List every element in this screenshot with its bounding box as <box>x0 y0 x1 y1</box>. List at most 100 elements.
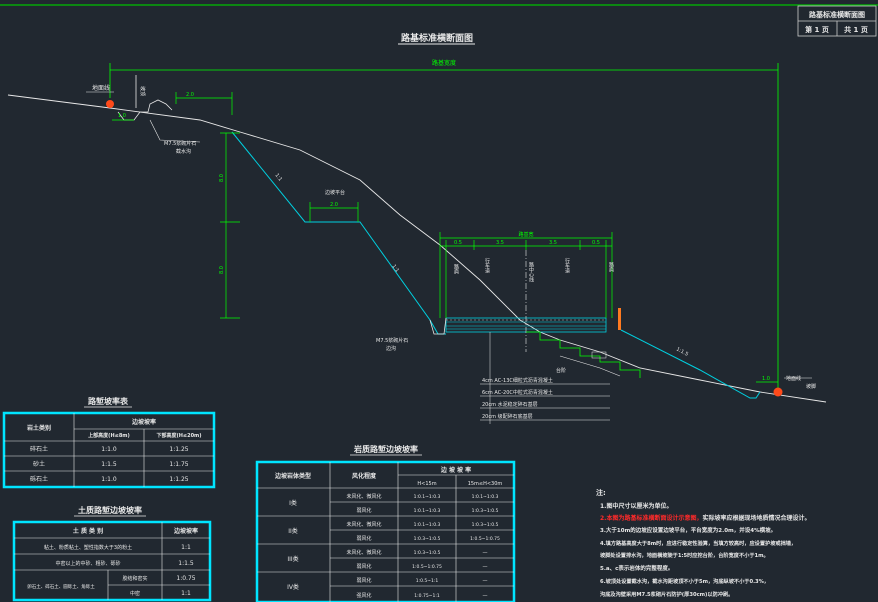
ditch-width-top: 2.0 <box>186 92 194 98</box>
road-width-4: 0.5 <box>592 240 600 246</box>
t3-r6-a: 1:0.5~1:0.75 <box>412 564 442 570</box>
t3-r1-a: 1:0.1~1:0.3 <box>414 494 441 500</box>
height-lower: 8.0 <box>219 266 225 274</box>
t1-header-left: 岩土类别 <box>26 424 51 432</box>
t1-r2-a: 1:1.5 <box>101 461 117 468</box>
t3-r5-b: — <box>483 550 488 556</box>
road-col-1: 路肩 <box>453 263 459 275</box>
top-width-label: 路基宽度 <box>432 59 456 67</box>
road-col-2: 行车道 <box>484 257 490 274</box>
t3-r8-weather: 强风化 <box>356 592 371 599</box>
ditch-material-1: M7.5浆砌片石 <box>164 140 196 147</box>
table-rock-slope <box>255 460 516 602</box>
ditch-width-left: 1.0 <box>118 113 126 119</box>
side-ditch-material-1: M7.5浆砌片石 <box>376 337 408 344</box>
table-rock-slope-title: 岩质路堑边坡坡率 <box>353 444 418 454</box>
note-6: 6.坡顶处设置截水沟，截水沟距坡顶不小于5m，沟底纵坡不小于0.3%， <box>600 577 769 585</box>
note-2-red: 2.本图为路基标准横断面设计示意图， <box>600 514 702 522</box>
pavement-layer-2: 6cm AC-20C中粒式沥青混凝土 <box>482 389 553 396</box>
title-block: 路基标准横断面图 第 1 页 共 1 页 <box>797 5 877 37</box>
table-soil-slope-title: 土质路堑边坡坡率 <box>78 505 142 515</box>
t3-h-lt15: H<15m <box>417 481 436 487</box>
t3-r3-b: 1:0.3~1:0.5 <box>472 522 499 528</box>
t3-r5-a: 1:0.3~1:0.5 <box>414 550 441 556</box>
t3-r1-weather: 未风化、微风化 <box>346 493 381 500</box>
t3-r2-weather: 弱风化 <box>356 507 371 514</box>
fill-slope-ratio: 1:1.5 <box>675 346 689 357</box>
side-ditch-left <box>429 317 447 335</box>
t1-header-a: 上部高度(H≤8m) <box>88 432 130 439</box>
t3-r1-b: 1:0.1~1:0.3 <box>472 494 499 500</box>
t3-r7-b: — <box>483 578 488 584</box>
t3-r4-weather: 弱风化 <box>356 535 371 542</box>
ground-label-left: 地面线 <box>92 84 110 92</box>
top-ditch <box>117 75 173 121</box>
toe-label: 坡脚 <box>806 383 816 390</box>
platform-width: 2.0 <box>330 202 338 208</box>
note-2: 2.本图为路基标准横断面设计示意图，实际坡率应根据现场地质情况合理设计。 <box>600 514 810 522</box>
drawing-title: 路基标准横断面图 <box>401 32 473 44</box>
title-block-name: 路基标准横断面图 <box>809 10 865 19</box>
ground-point-right <box>773 387 783 397</box>
road-width-1: 0.5 <box>454 240 462 246</box>
t1-r2-name: 砂土 <box>33 460 45 468</box>
t2-r1-a: 粘土、粉质粘土、塑性指数大于3的粉土 <box>44 544 132 551</box>
t3-r4-b: 1:0.5~1:0.75 <box>470 536 500 542</box>
road-width-3: 3.5 <box>549 240 557 246</box>
t2-r3-a: 卵石土、碎石土、圆砾土、角砾土 <box>27 583 95 590</box>
ditch-material-2: 截水沟 <box>176 148 191 155</box>
t3-r4-a: 1:0.3~1:0.5 <box>414 536 441 542</box>
note-4: 4.填方路基高度大于8m时，应进行稳定性验算，当填方较高时，应设置护坡或挡墙， <box>600 539 796 547</box>
t2-r4-b: 1:1 <box>181 590 191 597</box>
fill-slope <box>526 329 761 399</box>
t1-header-top: 边坡坡率 <box>131 418 156 426</box>
t3-r8-b: — <box>483 593 488 599</box>
t2-r1-b: 1:1 <box>181 544 191 551</box>
road-width-total: 路基宽 <box>518 231 533 238</box>
slope-ratio-lower: 1:1 <box>390 264 400 274</box>
road-col-5: 路肩 <box>608 261 614 273</box>
note-1: 1.图中尺寸以厘米为单位。 <box>600 502 672 510</box>
road-col-4: 行车道 <box>564 257 570 274</box>
t3-r7-a: 1:0.5~1:1 <box>416 578 439 584</box>
t3-r5-weather: 未风化、微风化 <box>346 549 381 556</box>
pavement-layer-1: 4cm AC-13C细粒式沥青混凝土 <box>482 377 553 384</box>
t3-h-type: 边坡岩体类型 <box>274 472 311 480</box>
t3-r3-type: II类 <box>288 527 298 535</box>
pavement-layer-3: 20cm 水泥稳定碎石基层 <box>482 401 538 408</box>
t3-h-rate: 边 坡 坡 率 <box>440 466 471 474</box>
pavement-layer-4: 20cm 级配碎石底基层 <box>482 413 533 420</box>
ground-point-left <box>106 100 114 108</box>
toe-ground-label: 地面线 <box>786 375 801 382</box>
note-3: 3.大于10m的边坡应设置边坡平台，平台宽度为2.0m，并设4%横坡。 <box>600 526 776 534</box>
road-width-dim <box>439 232 613 318</box>
t1-header-b: 下部高度(H≤20m) <box>156 432 201 439</box>
t2-r2-a: 中密以上的中砂、粗砂、砾砂 <box>55 560 120 567</box>
t1-r3-a: 1:1.0 <box>101 476 117 483</box>
t3-h-15-30: 15m≤H<30m <box>468 481 503 487</box>
notes-heading: 注: <box>596 488 606 497</box>
top-ditch-vertical-label: 坡顶 <box>139 86 146 96</box>
t1-r2-b: 1:1.75 <box>169 461 188 468</box>
table-soil-slope <box>12 520 212 602</box>
slope-ratio-upper: 1:1 <box>273 173 283 183</box>
platform-label: 边坡平台 <box>325 189 345 196</box>
t3-r1-type: I类 <box>289 499 297 507</box>
side-ditch-material-2: 边沟 <box>386 345 396 352</box>
platform-dim <box>309 202 359 222</box>
height-upper: 8.0 <box>219 174 225 182</box>
t2-r3-b: 1:0.75 <box>176 575 195 582</box>
t1-r3-b: 1:1.25 <box>169 476 188 483</box>
t3-r5-type: III类 <box>287 555 298 563</box>
t3-r3-weather: 未风化、微风化 <box>346 521 381 528</box>
table-slope-rate-title: 路堑坡率表 <box>88 396 129 406</box>
note-6b: 沟底及沟壁采用M7.5浆砌片石防护(厚30cm)以防冲刷。 <box>600 590 733 598</box>
top-ditch-dim <box>112 92 233 121</box>
t3-r7-type: IV类 <box>287 583 299 591</box>
cut-slope <box>231 131 446 335</box>
title-block-sheet: 第 1 页 <box>805 25 829 34</box>
step-label: 台阶 <box>556 367 566 374</box>
t3-r6-b: — <box>483 564 488 570</box>
note-5: 5.a、c表示岩体的完整程度。 <box>600 564 673 572</box>
